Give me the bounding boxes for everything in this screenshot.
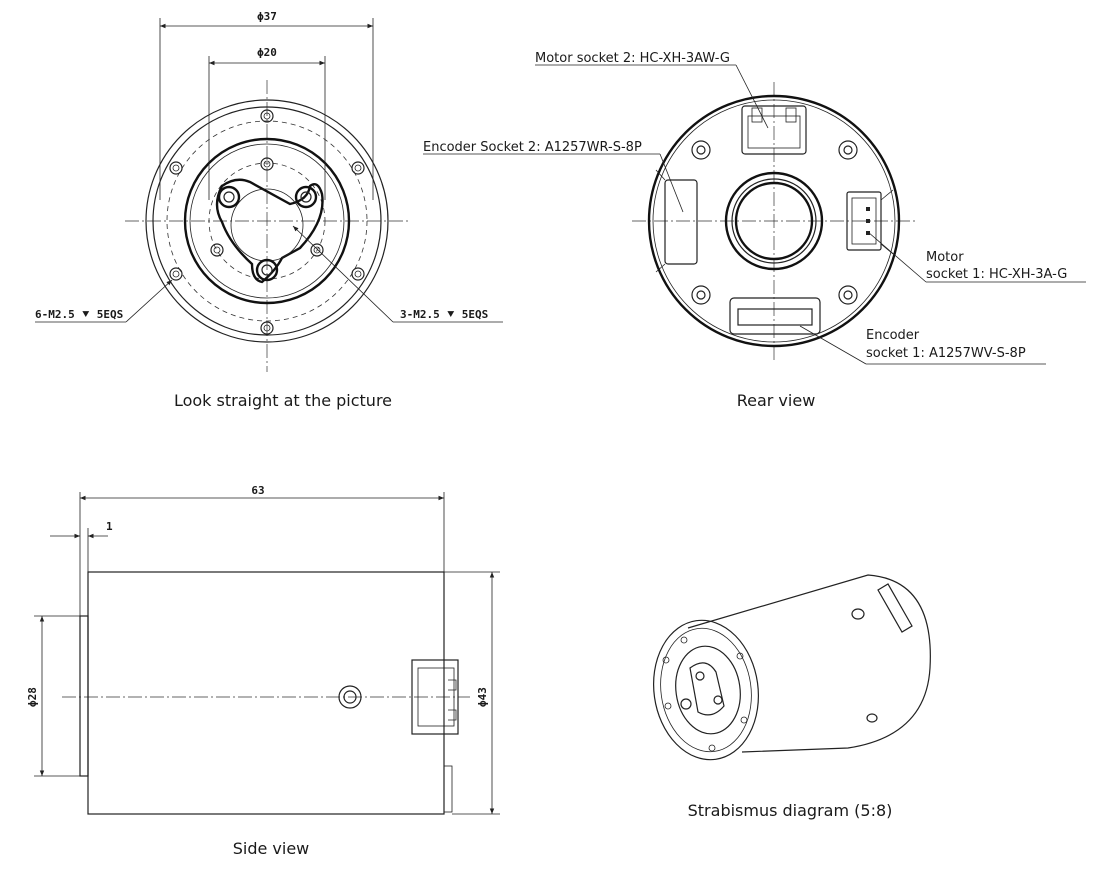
front-outer-circle <box>145 99 389 343</box>
side-connector <box>411 659 459 813</box>
encoder-socket-1-shape <box>729 297 821 335</box>
caption-iso-view: Strabismus diagram (5:8) <box>688 801 893 820</box>
dim-side-length: 63 <box>251 484 264 497</box>
iso-flange <box>689 662 725 716</box>
iso-body <box>687 574 931 753</box>
iso-front-face <box>652 619 760 761</box>
note-front-right: 3-M2.5 ⯆ 5EQS <box>400 308 488 321</box>
dim-front-inner: ϕ20 <box>257 46 277 59</box>
dim-side-flange: 1 <box>106 520 113 533</box>
front-trilobe-flange <box>215 178 324 284</box>
encoder-socket-2-shape <box>655 169 698 273</box>
front-bold-holes <box>217 185 318 282</box>
side-view: 63 1 ϕ28 ϕ43 Side view <box>26 484 500 858</box>
caption-front-view: Look straight at the picture <box>174 391 392 410</box>
front-hub-inner-circle <box>189 143 345 299</box>
caption-side-view: Side view <box>233 839 310 858</box>
rear-boss-inner <box>734 181 814 261</box>
dim-front-outer: ϕ37 <box>257 10 277 23</box>
motor-socket-2-shape <box>741 105 807 155</box>
rear-outer-inner-circle <box>652 99 896 343</box>
label-motor-socket-2: Motor socket 2: HC-XH-3AW-G <box>535 51 730 66</box>
side-front-boss <box>79 615 89 777</box>
label-motor-socket-1-line2: socket 1: HC-XH-3A-G <box>926 267 1067 282</box>
iso-side-hole-bottom <box>866 713 878 723</box>
front-rim-circle <box>152 106 382 336</box>
front-hub-circle <box>183 137 351 305</box>
rear-boss-mid <box>731 178 817 264</box>
iso-view: Strabismus diagram (5:8) <box>652 574 931 820</box>
label-encoder-socket-1-line2: socket 1: A1257WV-S-8P <box>866 346 1026 361</box>
label-motor-socket-1-line1: Motor <box>926 250 964 265</box>
iso-face-holes <box>662 636 748 752</box>
dim-side-body: ϕ43 <box>476 687 489 707</box>
label-encoder-socket-1-line1: Encoder <box>866 328 920 343</box>
front-inner-holes <box>210 157 324 257</box>
front-view: ϕ37 ϕ20 6-M2.5 ⯆ 5EQS 3-M2.5 ⯆ 5EQS Look… <box>35 10 503 410</box>
front-outer-holes <box>169 109 365 335</box>
side-hole <box>338 685 362 709</box>
label-encoder-socket-2: Encoder Socket 2: A1257WR-S-8P <box>423 140 642 155</box>
iso-side-hole-top <box>851 608 865 620</box>
dim-side-boss: ϕ28 <box>26 687 39 707</box>
motor-socket-1-shape <box>846 189 894 255</box>
iso-hub <box>675 645 741 735</box>
rear-view: Motor socket 2: HC-XH-3AW-G Encoder Sock… <box>423 51 1086 410</box>
caption-rear-view: Rear view <box>737 391 816 410</box>
rear-boss-outer <box>724 171 824 271</box>
iso-rear-notch <box>877 583 913 633</box>
side-body <box>87 571 445 815</box>
note-front-left: 6-M2.5 ⯆ 5EQS <box>35 308 123 321</box>
rear-outer-circle <box>647 94 901 348</box>
rear-mounting-holes <box>691 140 858 305</box>
front-bolt-circle <box>166 120 368 322</box>
